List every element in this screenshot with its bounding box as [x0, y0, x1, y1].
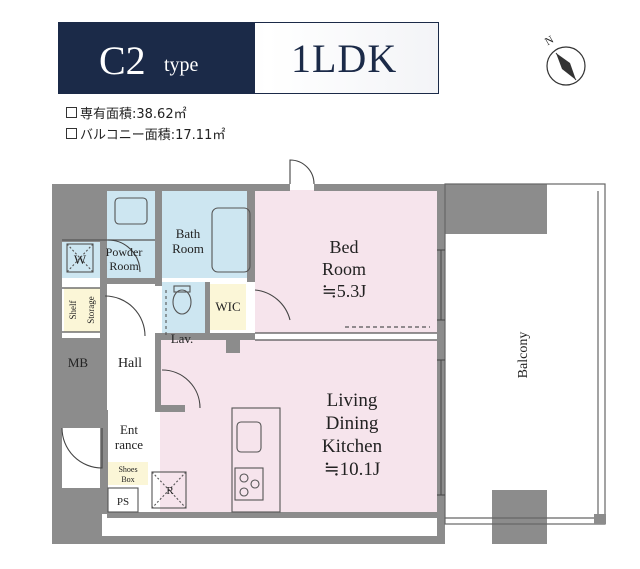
lav-label: Lav.: [171, 331, 194, 346]
compass-label: N: [543, 34, 556, 48]
type-banner: C2 type 1LDK: [58, 22, 439, 94]
kitchen-counter-icon: [231, 407, 281, 513]
checkbox-square-icon: [66, 128, 77, 139]
refrigerator-icon: [151, 471, 187, 509]
bathtub-icon: [211, 207, 251, 273]
storage-label: Storage: [86, 296, 96, 324]
powder-name-2: Room: [109, 259, 139, 273]
washing-machine-icon: [114, 197, 148, 225]
ldk-fill: [160, 340, 437, 513]
doors: [61, 159, 315, 469]
refrigerator-label: R: [166, 485, 174, 497]
hall-label: Hall: [118, 356, 142, 371]
spec-balcony-area-text: バルコニー面積:17.11㎡: [80, 128, 226, 143]
w-pan-icon: [66, 243, 94, 273]
type-block: C2 type: [59, 23, 255, 93]
type-code: C2: [99, 38, 146, 83]
balcony-label: Balcony: [516, 332, 531, 379]
room-labels: Bed Room ≒5.3J Living Dining Kitchen ≒10…: [68, 226, 383, 508]
hall-door-icon: [104, 295, 146, 337]
entrance-door-icon: [61, 427, 103, 469]
entrance-name-2: rance: [115, 437, 143, 452]
spec-balcony-area: バルコニー面積:17.11㎡: [66, 124, 225, 143]
shelf-fill: [64, 288, 82, 332]
ps-box: [107, 487, 139, 513]
layout-name: 1LDK: [291, 36, 398, 81]
powder-name-1: Powder: [106, 245, 143, 259]
compass-north-icon: N: [543, 34, 586, 86]
shelf-label: Shelf: [68, 300, 78, 319]
balcony-outline: [444, 183, 606, 525]
powder-w-mark: W: [74, 252, 87, 267]
wic-fill: [210, 284, 246, 330]
bath-name-1: Bath: [176, 226, 201, 241]
ldk-name-3: Kitchen: [322, 436, 383, 457]
powder-door-icon: [107, 239, 141, 273]
ldk-name-2: Dining: [326, 413, 379, 434]
shoes-name-2: Box: [121, 475, 134, 484]
bath-name-2: Room: [172, 241, 204, 256]
windows: [437, 249, 445, 496]
storage-fill: [82, 288, 100, 332]
type-word: type: [164, 54, 199, 76]
entrance-name-1: Ent: [120, 422, 138, 437]
bedroom-name-1: Bed: [330, 237, 359, 257]
sink-icon: [236, 421, 262, 453]
front-balcony-door-icon: [289, 159, 315, 185]
mb-label: MB: [68, 355, 89, 370]
ldk-size: ≒10.1J: [324, 459, 381, 480]
ldk-door-icon: [161, 369, 201, 409]
wic-label: WIC: [215, 299, 240, 314]
bedroom-door-icon: [254, 289, 291, 321]
checkbox-square-icon: [66, 107, 77, 118]
bedroom-name-2: Room: [322, 259, 366, 279]
spec-private-area-text: 専有面積:38.62㎡: [80, 107, 187, 122]
spec-private-area: 専有面積:38.62㎡: [66, 103, 187, 122]
stove-icon: [234, 467, 264, 501]
toilet-icon: [172, 289, 192, 315]
drain-icon: [594, 514, 606, 524]
bedroom-size: ≒5.3J: [322, 281, 367, 301]
ldk-name-1: Living: [327, 390, 378, 411]
bath-fill: [162, 190, 255, 278]
fixtures: [66, 197, 281, 513]
ps-label: PS: [117, 496, 129, 508]
shoes-box-fill: [108, 462, 148, 485]
shoes-name-1: Shoes: [118, 465, 137, 474]
